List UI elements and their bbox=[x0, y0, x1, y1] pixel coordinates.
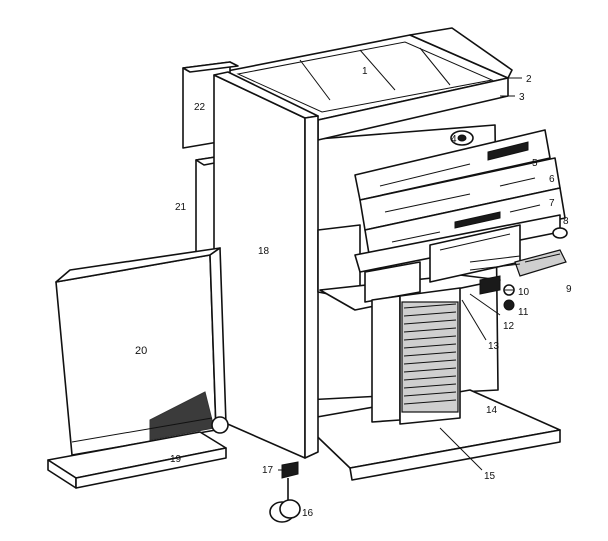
caster-16 bbox=[269, 478, 301, 523]
part-labels: 1 2 3 4 5 6 7 8 9 10 11 12 13 14 15 16 1… bbox=[135, 66, 572, 519]
label-5: 5 bbox=[532, 158, 538, 169]
label-20: 20 bbox=[135, 345, 147, 357]
label-8: 8 bbox=[563, 216, 569, 227]
label-21: 21 bbox=[175, 202, 187, 213]
label-18: 18 bbox=[258, 246, 270, 257]
label-10: 10 bbox=[518, 287, 530, 298]
side-panel-18 bbox=[213, 71, 319, 459]
label-13: 13 bbox=[488, 341, 500, 352]
label-22: 22 bbox=[194, 102, 206, 113]
hardware-parts bbox=[450, 130, 568, 311]
label-2: 2 bbox=[526, 74, 532, 85]
label-12: 12 bbox=[503, 321, 515, 332]
base-plinth-19 bbox=[47, 416, 229, 489]
label-19: 19 bbox=[170, 454, 182, 465]
label-1: 1 bbox=[362, 66, 368, 77]
label-16: 16 bbox=[302, 508, 314, 519]
label-11: 11 bbox=[518, 307, 529, 318]
label-4: 4 bbox=[451, 134, 457, 145]
slide-assembly bbox=[317, 129, 566, 311]
label-7: 7 bbox=[549, 198, 555, 209]
glide-17 bbox=[281, 461, 299, 479]
label-15: 15 bbox=[484, 471, 496, 482]
front-door-20 bbox=[55, 247, 227, 456]
card-slots-15 bbox=[401, 301, 459, 413]
label-17: 17 bbox=[262, 465, 274, 476]
label-9: 9 bbox=[566, 284, 572, 295]
label-14: 14 bbox=[486, 405, 498, 416]
leader-lines bbox=[278, 77, 522, 471]
label-6: 6 bbox=[549, 174, 555, 185]
center-column bbox=[371, 287, 461, 425]
label-3: 3 bbox=[519, 92, 525, 103]
